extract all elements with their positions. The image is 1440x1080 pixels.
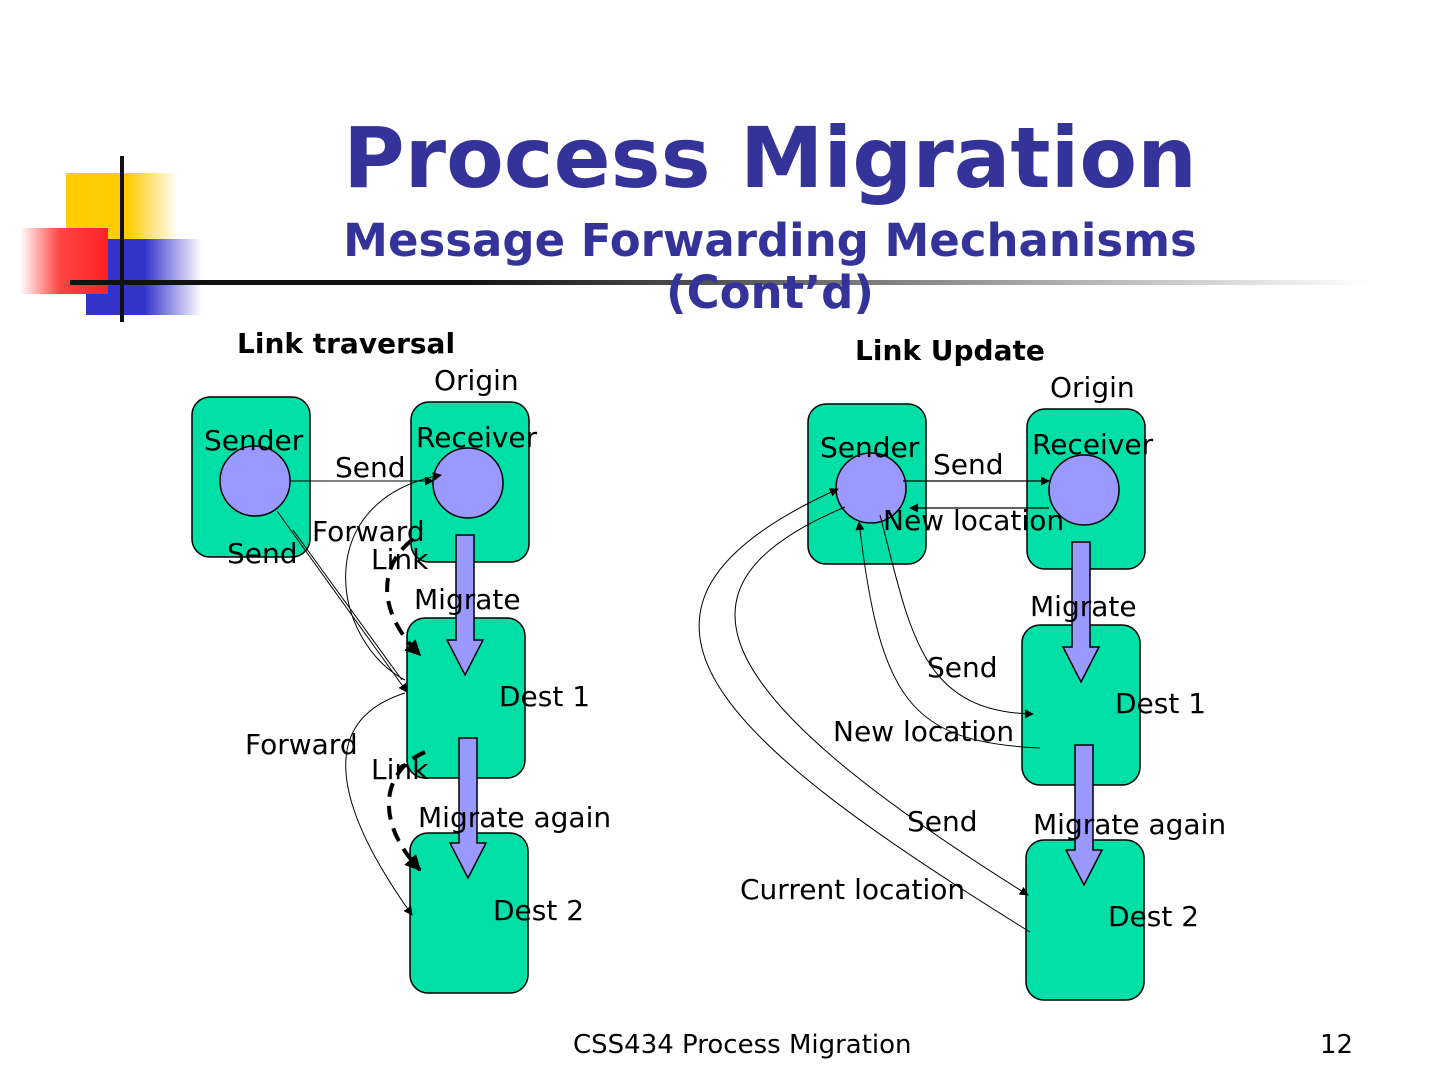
lu-receiver-process <box>1048 454 1120 526</box>
page-number: 12 <box>1320 1030 1354 1060</box>
lu-current-location-curve <box>698 488 1031 933</box>
lu-new-location-curve-2 <box>855 521 1041 749</box>
slide-title: Process Migration <box>343 109 1197 207</box>
link-update-heading: Link Update <box>855 334 1045 367</box>
lu-send-curve-3 <box>734 506 1029 896</box>
lt-migrate-label: Migrate <box>414 583 521 616</box>
lt-send-label-2: Send <box>227 537 298 570</box>
lt-send-arrow-2a <box>276 510 408 693</box>
corner-decoration <box>20 156 202 322</box>
lt-migrate-arrow <box>445 534 485 677</box>
title-rule <box>70 280 1370 285</box>
link-traversal-diagram: Link traversal Origin Sender Receiver <box>191 327 611 994</box>
lu-migrate-label: Migrate <box>1030 590 1137 623</box>
lt-migrate-again-label: Migrate again <box>418 801 611 834</box>
link-update-diagram: Link Update Origin Sender Receiver Send … <box>698 334 1226 1001</box>
lu-send-curve-2 <box>879 514 1034 719</box>
lu-migrate-arrow <box>1061 541 1101 684</box>
lu-origin-label: Origin <box>1050 371 1135 404</box>
lt-dest2-label: Dest 2 <box>493 894 584 927</box>
lt-link-dashed-1 <box>385 538 422 657</box>
lu-new-location-label-1: New location <box>883 504 1064 537</box>
deco-vertical-bar <box>120 156 124 322</box>
lu-migrate-again-arrow <box>1064 744 1104 887</box>
lt-forward-curve-2 <box>345 692 413 916</box>
lt-link-label-1: Link <box>371 543 429 576</box>
lt-link-dashed-2 <box>386 750 426 872</box>
lt-sender-label: Sender <box>204 424 304 457</box>
lu-migrate-again-label: Migrate again <box>1033 808 1226 841</box>
lu-dest2-label: Dest 2 <box>1108 900 1199 933</box>
lt-dest1-label: Dest 1 <box>499 680 590 713</box>
lt-origin-label: Origin <box>434 364 519 397</box>
lt-forward-curve-1 <box>345 472 442 681</box>
lt-send-label-1: Send <box>335 451 406 484</box>
lu-receiver-label: Receiver <box>1032 428 1154 461</box>
lu-sender-label: Sender <box>820 431 920 464</box>
lu-send-label-1: Send <box>933 448 1004 481</box>
lt-send-arrow-2b <box>292 529 403 681</box>
lu-sender-process <box>835 452 907 524</box>
lt-link-label-2: Link <box>371 753 429 786</box>
slide-footer: CSS434 Process Migration <box>573 1030 912 1060</box>
lt-receiver-label: Receiver <box>416 421 538 454</box>
link-traversal-heading: Link traversal <box>237 327 455 360</box>
lu-current-location-label: Current location <box>740 873 965 906</box>
lu-new-location-label-2: New location <box>833 715 1014 748</box>
slide-subtitle: Message Forwarding Mechanisms (Cont’d) <box>343 214 1197 319</box>
lt-forward-label-1: Forward <box>312 515 425 548</box>
lt-receiver-process <box>432 447 504 519</box>
lt-forward-label-2: Forward <box>245 728 358 761</box>
lt-migrate-again-arrow <box>448 737 488 880</box>
lu-send-label-3: Send <box>907 805 978 838</box>
lu-send-label-2: Send <box>927 651 998 684</box>
lu-dest1-label: Dest 1 <box>1115 687 1206 720</box>
